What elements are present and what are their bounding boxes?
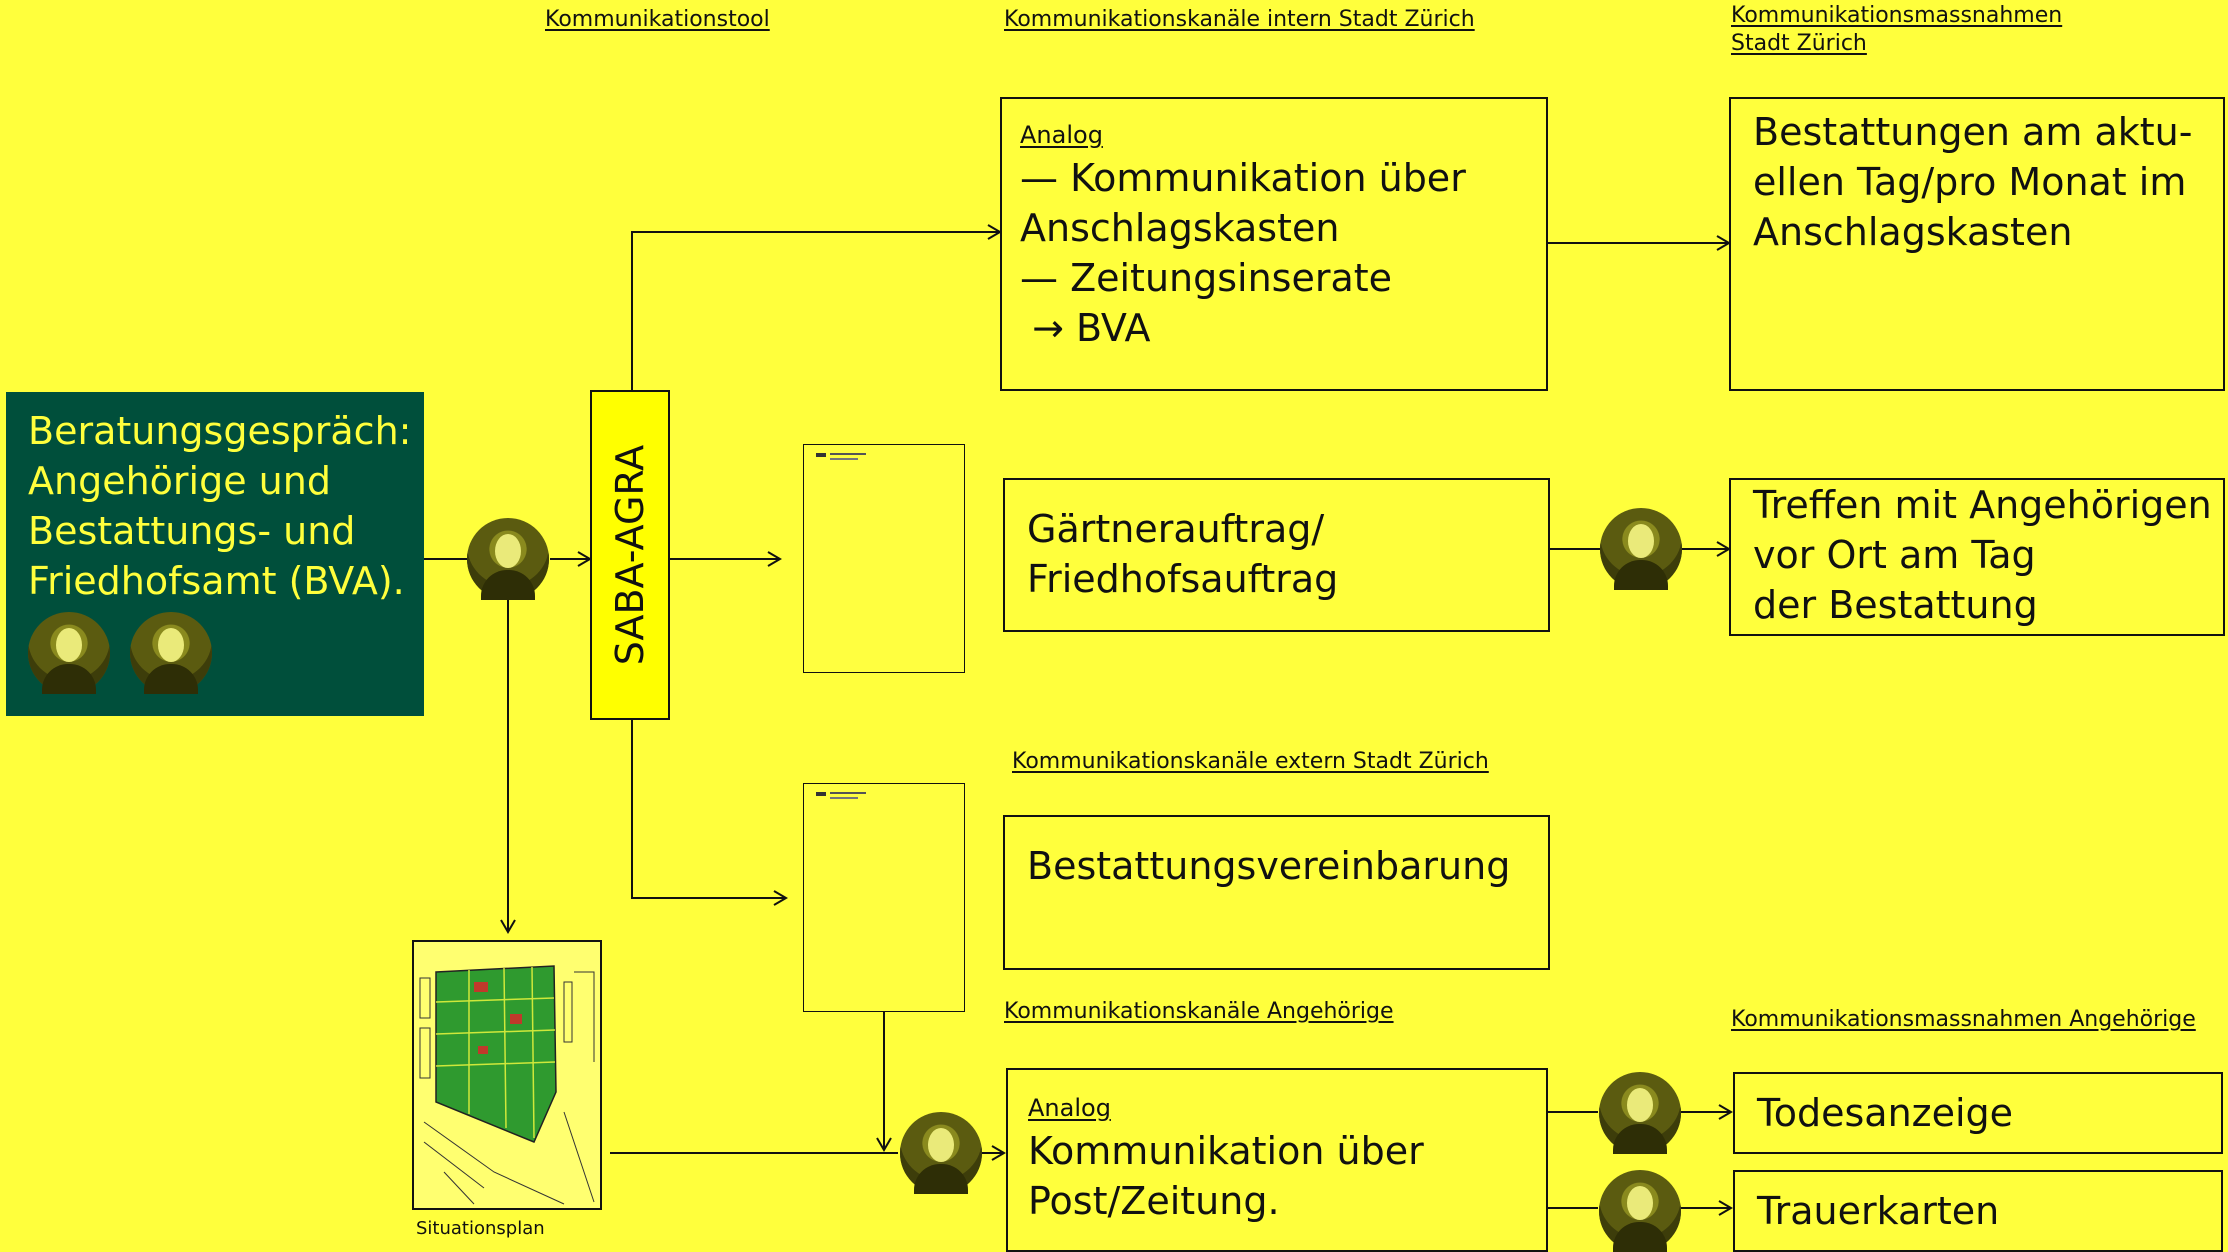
person-avatar <box>28 612 110 694</box>
connector-saba-doc2 <box>631 720 788 906</box>
connector-saba-analog <box>631 224 1002 390</box>
header-massnahmen-stadt: Kommunikationsmassnahmen Stadt Zürich <box>1731 2 2062 58</box>
box-analog-label: Analog <box>1020 121 1103 149</box>
header-kanaele-intern: Kommunikationskanäle intern Stadt Zürich <box>1004 7 1475 32</box>
person-avatar <box>130 612 212 694</box>
person-avatar <box>900 1112 982 1194</box>
box-bestattungsvereinbarung: Bestattungsvereinbarung <box>1003 815 1550 970</box>
box-line: Todesanzeige <box>1757 1091 2014 1135</box>
header-kommunikationstool: Kommunikationstool <box>545 7 770 32</box>
box-line: Bestattungen am aktu- <box>1753 110 2193 154</box>
box-analog-label: Analog <box>1028 1094 1111 1122</box>
person-avatar <box>1599 1170 1681 1252</box>
start-beratungsgespraech: Beratungsgespräch: Angehörige und Bestat… <box>6 392 424 716</box>
box-line: vor Ort am Tag <box>1753 533 2036 577</box>
box-analog-post: Analog Kommunikation über Post/Zeitung. <box>1006 1068 1548 1252</box>
tool-saba-agra: SABA-AGRA <box>590 390 670 720</box>
box-line: Trauerkarten <box>1757 1189 2000 1233</box>
start-line: Angehörige und <box>28 459 331 503</box>
box-line: — Zeitungsinserate <box>1020 256 1393 300</box>
box-line: Kommunikation über <box>1028 1129 1424 1173</box>
header-massnahmen-line2: Stadt Zürich <box>1731 31 1867 56</box>
start-text: Beratungsgespräch: Angehörige und Bestat… <box>28 406 412 606</box>
header-massnahmen-line1: Kommunikationsmassnahmen <box>1731 3 2063 28</box>
document-thumbnail <box>803 783 965 1012</box>
box-trauerkarten: Trauerkarten <box>1733 1170 2223 1252</box>
box-gaertnerauftrag: Gärtnerauftrag/ Friedhofsauftrag <box>1003 478 1550 632</box>
box-line: Gärtnerauftrag/ <box>1027 507 1325 551</box>
box-bestattungen: Bestattungen am aktu- ellen Tag/pro Mona… <box>1729 97 2225 391</box>
tool-label: SABA-AGRA <box>608 444 652 666</box>
box-line: Treffen mit Angehörigen <box>1753 483 2212 527</box>
box-line: Anschlagskasten <box>1020 206 1340 250</box>
person-avatar <box>467 518 549 600</box>
header-kanaele-angehoerige: Kommunikationskanäle Angehörige <box>1004 999 1394 1024</box>
map-drawing <box>414 942 600 1208</box>
box-treffen: Treffen mit Angehörigen vor Ort am Tag d… <box>1729 478 2225 636</box>
header-massnahmen-angehoerige: Kommunikationsmassnahmen Angehörige <box>1731 1007 2196 1032</box>
box-line: Anschlagskasten <box>1753 210 2073 254</box>
box-analog-intern: Analog — Kommunikation über Anschlagskas… <box>1000 97 1548 391</box>
header-kanaele-extern: Kommunikationskanäle extern Stadt Zürich <box>1012 749 1489 774</box>
box-line: der Bestattung <box>1753 583 2038 627</box>
start-line: Friedhofsamt (BVA). <box>28 559 405 603</box>
box-line: Friedhofsauftrag <box>1027 557 1339 601</box>
person-avatar <box>1600 508 1682 590</box>
map-caption: Situationsplan <box>416 1218 545 1239</box>
start-line: Bestattungs- und <box>28 509 356 553</box>
box-analog-text: — Kommunikation über Anschlagskasten — Z… <box>1020 153 1528 353</box>
document-thumbnail <box>803 444 965 673</box>
box-line: → BVA <box>1020 306 1151 350</box>
box-todesanzeige: Todesanzeige <box>1733 1072 2223 1154</box>
box-line: ellen Tag/pro Monat im <box>1753 160 2187 204</box>
situationsplan-map <box>412 940 602 1210</box>
person-avatar <box>1599 1072 1681 1154</box>
box-line: Post/Zeitung. <box>1028 1179 1280 1223</box>
box-line: Bestattungsvereinbarung <box>1027 844 1511 888</box>
box-line: — Kommunikation über <box>1020 156 1466 200</box>
start-line: Beratungsgespräch: <box>28 409 412 453</box>
box-post-text: Kommunikation über Post/Zeitung. <box>1028 1126 1526 1226</box>
